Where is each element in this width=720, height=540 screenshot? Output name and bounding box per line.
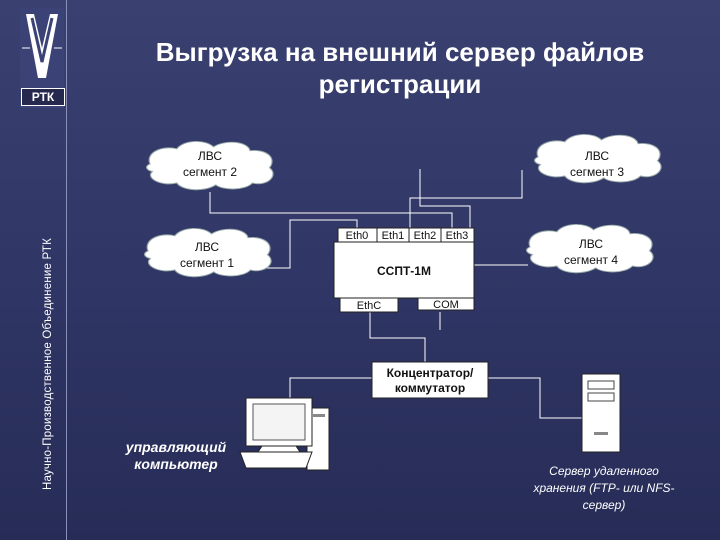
server-label: Сервер удаленного хранения (FTP- или NFS…	[532, 464, 674, 512]
computer-icon	[239, 397, 330, 471]
port-com: COM	[433, 299, 459, 311]
device-name: ССПТ-1М	[377, 264, 431, 278]
hub-line2: коммутатор	[395, 381, 465, 395]
port-com-box	[417, 297, 475, 311]
logo-emblem	[22, 14, 62, 78]
computer-line1: управляющий	[125, 439, 227, 455]
port-eth2: Eth2	[414, 230, 437, 242]
slide-title: Выгрузка на внешний сервер файлов регист…	[120, 36, 680, 100]
cloud-seg2-line1: ЛВС	[198, 149, 222, 163]
cloud-seg3-line2: сегмент 3	[570, 165, 624, 179]
cloud-segment-3: ЛВС сегмент 3	[533, 133, 662, 184]
server-line3: сервер)	[583, 498, 626, 512]
logo-text: РТК	[21, 88, 65, 106]
connection-lines	[209, 169, 582, 420]
port-ethc-box	[339, 297, 399, 313]
device-sspt: Eth0 Eth1 Eth2 Eth3 ССПТ-1М EthC COM	[333, 227, 475, 313]
line-seg2-eth2	[209, 192, 453, 233]
computer-label: управляющий компьютер	[125, 439, 227, 472]
port-eth0: Eth0	[346, 230, 369, 242]
cloud-seg1-line1: ЛВС	[195, 240, 219, 254]
line-seg3-eth3	[419, 169, 471, 233]
server-line1: Сервер удаленного	[549, 464, 659, 478]
server-line2: хранения (FTP- или NFS-	[532, 481, 674, 495]
hub-switch: Концентратор/ коммутатор	[371, 361, 489, 399]
line-seg3-eth1	[409, 170, 523, 233]
device-port-strip	[337, 227, 475, 243]
line-ethc-hub	[369, 312, 426, 362]
cloud-seg4-line2: сегмент 4	[564, 253, 618, 267]
port-eth1: Eth1	[382, 230, 405, 242]
cloud-segment-1: ЛВС сегмент 1	[143, 227, 272, 278]
line-seg1-eth0	[255, 219, 358, 269]
title-line-1: Выгрузка на внешний сервер файлов	[155, 37, 645, 67]
cloud-segment-2: ЛВС сегмент 2	[145, 140, 274, 191]
hub-line1: Концентратор/	[387, 366, 474, 380]
cloud-seg4-line1: ЛВС	[579, 237, 603, 251]
side-panel: РТК Научно-Производственное Объединение …	[0, 0, 67, 540]
cloud-seg2-line2: сегмент 2	[183, 165, 237, 179]
line-hub-server	[488, 377, 582, 419]
cloud-seg3-line1: ЛВС	[585, 149, 609, 163]
port-ethc: EthC	[357, 300, 382, 312]
port-eth3: Eth3	[446, 230, 469, 242]
cloud-seg1-line2: сегмент 1	[180, 256, 234, 270]
cloud-segment-4: ЛВС сегмент 4	[525, 223, 654, 274]
computer-line2: компьютер	[134, 456, 218, 472]
server-icon	[581, 373, 621, 453]
title-line-2: регистрации	[318, 69, 482, 99]
